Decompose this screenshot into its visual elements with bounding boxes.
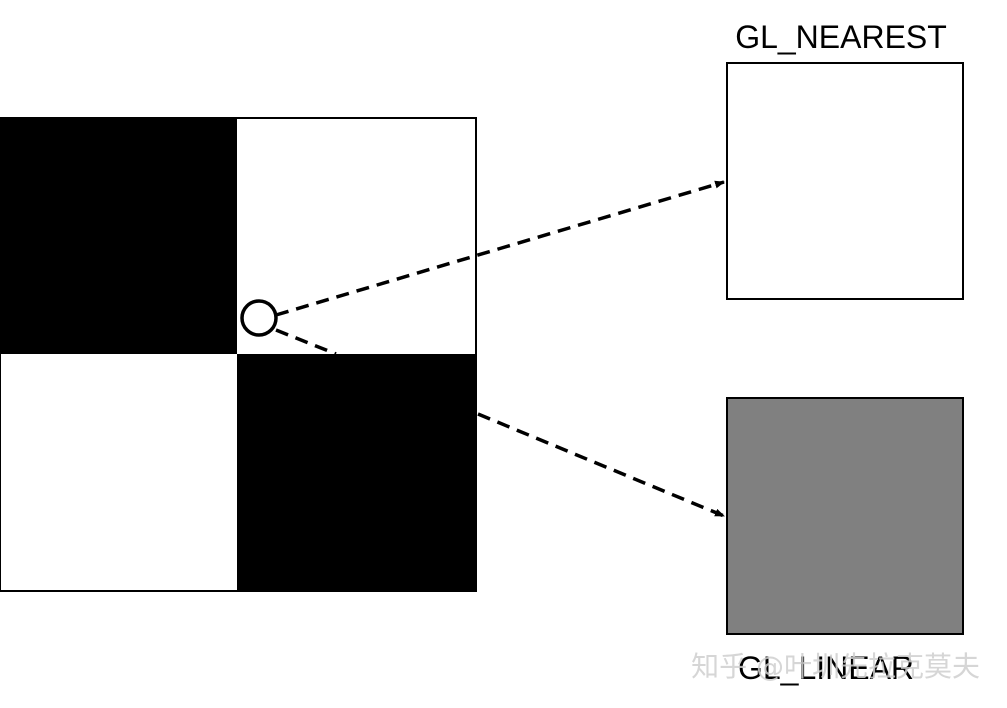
arrow-to-linear-lower (477, 412, 725, 518)
linear-result-swatch (726, 397, 964, 635)
watermark-text: 知乎 @叶圳先拉克莫夫 (691, 650, 980, 683)
texture-cell-bottom-right (237, 354, 476, 591)
nearest-label: GL_NEAREST (735, 19, 947, 55)
arrow-to-nearest (275, 180, 725, 317)
checkerboard-texture (0, 117, 477, 592)
linear-label: GL_LINEAR (738, 650, 914, 686)
texture-cell-bottom-left (0, 354, 237, 591)
arrow-to-linear-upper (275, 328, 337, 356)
texture-border (0, 117, 477, 592)
nearest-result-swatch (726, 62, 964, 300)
texture-cell-top-left (0, 118, 237, 354)
sample-point-circle (240, 299, 278, 337)
